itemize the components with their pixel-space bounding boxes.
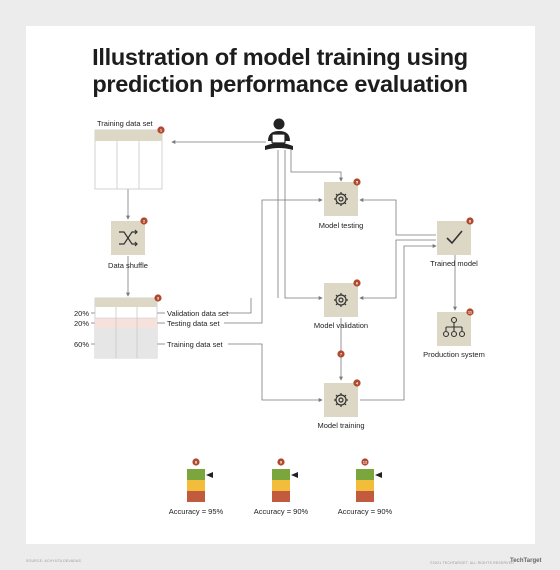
svg-text:5: 5 [356, 180, 359, 185]
percent-testing: 20% [74, 319, 90, 328]
title-line-2: prediction performance evaluation [92, 71, 468, 97]
svg-text:12: 12 [363, 460, 368, 465]
percent-training: 60% [74, 340, 90, 349]
model-validation-box [324, 283, 358, 317]
pointer-icon [375, 472, 382, 478]
split-data-table [94, 297, 158, 359]
badge-shuffle: 2 [140, 217, 148, 225]
pointer-icon [206, 472, 213, 478]
connector-training-set [228, 343, 323, 402]
badge-meter-1: 8 [192, 458, 200, 466]
footer-copyright: ©2021 TECHTARGET. ALL RIGHTS RESERVED [430, 561, 514, 565]
svg-text:8: 8 [469, 219, 472, 224]
connector-validation-set [227, 298, 252, 314]
svg-text:3: 3 [157, 296, 160, 301]
accuracy-meter-1 [187, 469, 213, 502]
svg-text:2: 2 [143, 219, 146, 224]
badge-split-table: 3 [154, 294, 162, 302]
svg-text:9: 9 [280, 460, 283, 465]
hierarchy-icon [442, 316, 466, 338]
label-model-validation: Model validation [313, 321, 369, 330]
gear-icon [334, 192, 348, 206]
connector-training-to-trained [360, 244, 437, 401]
data-shuffle-box [111, 221, 145, 255]
label-accuracy-2: Accuracy = 90% [253, 507, 309, 516]
connector-trained-to-validation [359, 239, 436, 300]
checkmark-icon [446, 230, 463, 245]
trained-model-box [437, 221, 471, 255]
techtarget-logo: TechTarget [510, 558, 542, 564]
label-training-data-set: Training data set [97, 119, 153, 128]
connector-person-to-testing [290, 150, 343, 182]
badge-model-validation: 6 [353, 279, 361, 287]
label-production-system: Production system [423, 350, 485, 359]
model-training-box [324, 383, 358, 417]
production-system-box [437, 312, 471, 346]
background-card [26, 26, 535, 544]
label-model-testing: Model testing [318, 221, 364, 230]
gear-icon [334, 393, 348, 407]
badge-arrow: 7 [337, 350, 345, 358]
shuffle-icon [119, 229, 138, 247]
title-line-1: Illustration of model training using [92, 44, 468, 70]
label-trained-model: Trained model [430, 259, 478, 268]
svg-text:4: 4 [356, 381, 359, 386]
page-title: Illustration of model training using pre… [0, 44, 560, 98]
badge-model-testing: 5 [353, 178, 361, 186]
label-split-training-data-set: Training data set [167, 340, 223, 349]
badge-trained-model: 8 [466, 217, 474, 225]
person-laptop-icon [265, 118, 293, 150]
connector-person-to-validation [284, 150, 323, 300]
svg-text:8: 8 [195, 460, 198, 465]
connector-trained-to-testing [359, 198, 436, 236]
svg-text:6: 6 [356, 281, 359, 286]
badge-model-training: 4 [353, 379, 361, 387]
pointer-icon [291, 472, 298, 478]
label-accuracy-3: Accuracy = 90% [337, 507, 393, 516]
badge-meter-3: 12 [361, 458, 369, 466]
footer-source: SOURCE: ACHYUTA DEVADAS [26, 559, 82, 563]
badge-training-table-text: 1 [160, 128, 163, 133]
badges: 1 2 3 5 6 4 8 11 7 8 9 12 [140, 126, 474, 466]
svg-text:11: 11 [468, 310, 473, 315]
accuracy-meter-3 [356, 469, 382, 502]
model-testing-box [324, 182, 358, 216]
svg-text:7: 7 [340, 352, 343, 357]
accuracy-meter-2 [272, 469, 298, 502]
badge-meter-2: 9 [277, 458, 285, 466]
label-testing-data-set: Testing data set [167, 319, 220, 328]
connectors [91, 140, 457, 402]
percent-validation: 20% [74, 309, 90, 318]
label-model-training: Model training [317, 421, 365, 430]
gear-icon [334, 293, 348, 307]
badge-training-table: 1 [157, 126, 165, 134]
label-accuracy-1: Accuracy = 95% [168, 507, 224, 516]
connector-testing-set [224, 198, 323, 324]
label-validation-data-set: Validation data set [167, 309, 229, 318]
badge-production: 11 [466, 308, 474, 316]
training-data-table [94, 129, 163, 190]
label-data-shuffle: Data shuffle [108, 261, 148, 270]
